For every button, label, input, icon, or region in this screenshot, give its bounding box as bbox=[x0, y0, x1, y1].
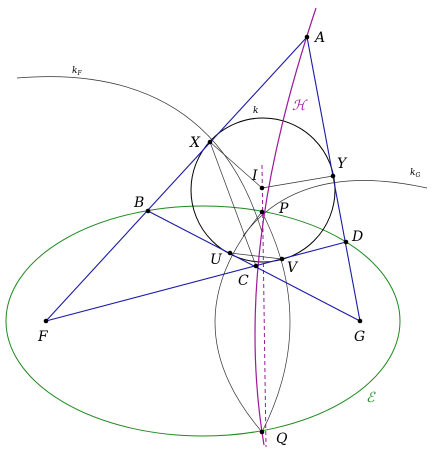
point-a bbox=[304, 34, 310, 40]
point-y bbox=[330, 173, 336, 179]
line-a-f bbox=[45, 36, 308, 322]
point-f bbox=[43, 318, 49, 324]
line-a-g bbox=[306, 36, 361, 322]
label-ellipse: ℰ bbox=[366, 390, 376, 406]
lens-arc-left bbox=[214, 211, 263, 433]
point-c bbox=[253, 263, 259, 269]
point-u bbox=[227, 250, 233, 256]
point-v bbox=[279, 256, 285, 262]
line-i-y bbox=[261, 175, 334, 189]
label-kg: kG bbox=[410, 168, 420, 179]
hyperbola-h bbox=[254, 7, 317, 446]
label-g: G bbox=[354, 329, 365, 345]
line-f-d bbox=[45, 241, 347, 322]
label-x: X bbox=[189, 135, 201, 151]
line-x-i bbox=[209, 141, 263, 189]
label-y: Y bbox=[337, 156, 348, 172]
label-k: k bbox=[253, 106, 258, 116]
ellipse-e bbox=[5, 205, 401, 437]
point-d bbox=[343, 239, 349, 245]
label-i: I bbox=[251, 168, 258, 184]
point-b bbox=[145, 208, 151, 214]
arc-kg bbox=[242, 180, 428, 237]
point-x bbox=[207, 139, 213, 145]
label-p: P bbox=[278, 201, 289, 217]
label-d: D bbox=[351, 229, 363, 245]
label-c: C bbox=[238, 273, 249, 289]
dashed-axis bbox=[261, 164, 267, 448]
arc-kf bbox=[16, 76, 263, 233]
point-i bbox=[259, 185, 265, 191]
label-v: V bbox=[287, 260, 299, 276]
lens-arc-right bbox=[261, 211, 291, 433]
line-x-c bbox=[209, 141, 257, 267]
point-p bbox=[259, 209, 265, 215]
label-u: U bbox=[210, 252, 223, 268]
label-kf: kF bbox=[72, 66, 82, 77]
label-b: B bbox=[133, 195, 144, 211]
point-g bbox=[357, 318, 363, 324]
label-q: Q bbox=[276, 431, 288, 447]
label-f: F bbox=[37, 329, 49, 345]
line-u-v bbox=[229, 252, 283, 260]
label-hyperbola: ℋ bbox=[292, 98, 308, 114]
label-a: A bbox=[313, 30, 325, 46]
point-q bbox=[259, 429, 265, 435]
